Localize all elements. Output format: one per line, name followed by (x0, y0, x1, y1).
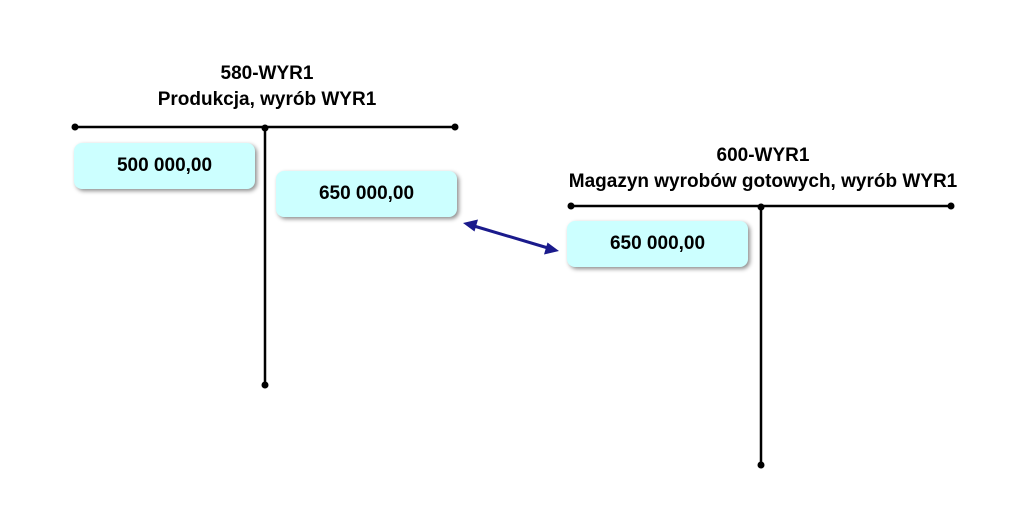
t-account-600-right-dot (947, 202, 955, 210)
t-account-600-left-dot (567, 202, 575, 210)
t-account-580-left-dot (71, 123, 79, 131)
account-600-debit-amount: 650 000,00 (567, 221, 748, 267)
transfer-arrow-shaft (473, 224, 549, 250)
account-580-name: Produkcja, wyrób WYR1 (157, 89, 377, 110)
t-account-600 (567, 202, 955, 469)
account-580-code: 580-WYR1 (220, 63, 314, 84)
transfer-arrow-head-left (463, 219, 478, 232)
t-account-580-right-dot (451, 123, 459, 131)
t-account-600-bottom-dot (757, 461, 765, 469)
account-600-code: 600-WYR1 (716, 145, 810, 166)
transfer-arrow-head-right (544, 242, 559, 255)
account-580-debit-amount: 500 000,00 (74, 143, 255, 189)
t-account-580-bottom-dot (261, 381, 269, 389)
transfer-arrow (463, 219, 559, 255)
t-account-580 (71, 123, 459, 389)
account-600-name: Magazyn wyrobów gotowych, wyrób WYR1 (568, 171, 958, 192)
t-account-600-center-dot (757, 203, 765, 211)
account-580-credit-amount: 650 000,00 (276, 171, 457, 217)
t-account-580-center-dot (261, 124, 269, 132)
